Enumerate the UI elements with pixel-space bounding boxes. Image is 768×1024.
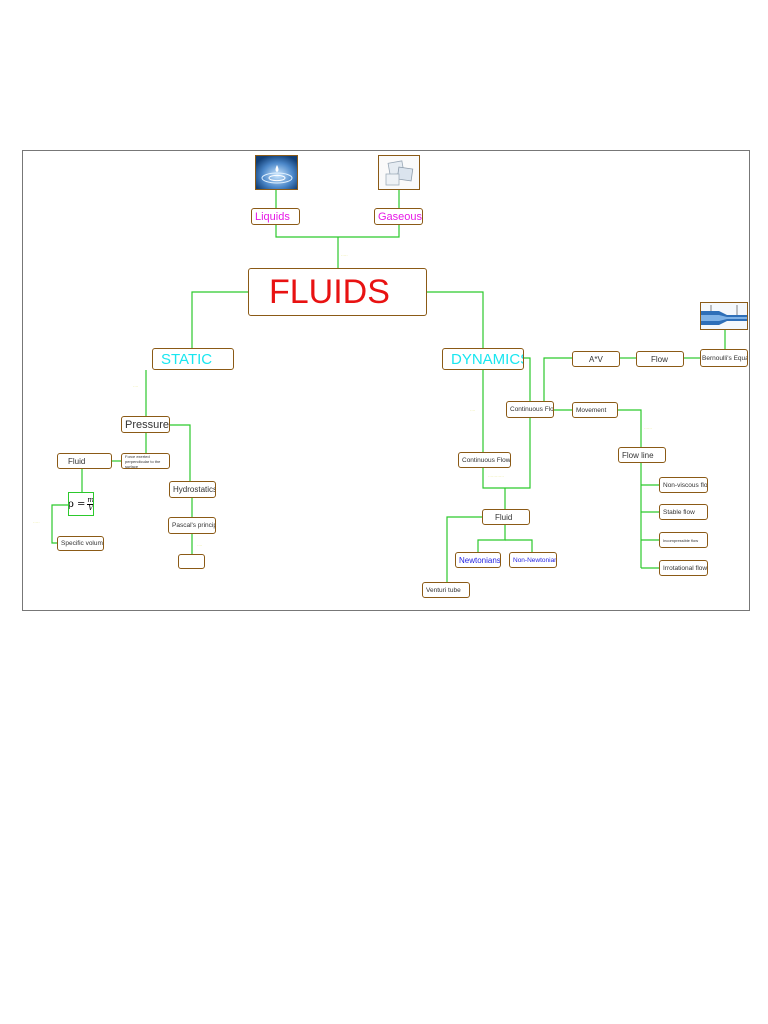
connector-label: ···· — [470, 408, 476, 413]
flow-line-node[interactable]: Flow line — [618, 447, 666, 463]
stable-flow-node[interactable]: Stable flow — [659, 504, 708, 520]
connector-label: ····· — [341, 253, 348, 258]
flow-node[interactable]: Flow — [636, 351, 684, 367]
ice-cubes-image — [378, 155, 420, 190]
newtonians-node[interactable]: Newtonians — [455, 552, 501, 568]
bernoulli-tube-icon — [701, 305, 747, 325]
gaseous-node[interactable]: Gaseous — [374, 208, 423, 225]
continuous-flow-left-node[interactable]: Continuous Flow — [458, 452, 511, 468]
bernoulli-tube-image — [700, 302, 748, 330]
connector-label: ···· — [197, 543, 203, 548]
formula-fraction: m V — [87, 495, 94, 512]
connector-label: ············ — [488, 474, 504, 479]
density-formula-node[interactable]: ρ = m V — [68, 492, 94, 516]
continuous-flow-top-node[interactable]: Continuous Flow — [506, 401, 554, 418]
non-viscous-flow-node[interactable]: Non-viscous flow — [659, 477, 708, 493]
ice-cubes-icon — [385, 160, 414, 186]
movement-node[interactable]: Movement — [572, 402, 618, 418]
non-newtonian-node[interactable]: Non-Newtonian — [509, 552, 557, 568]
incompressible-flow-node[interactable]: Incompressible flow — [659, 532, 708, 548]
pressure-definition-node[interactable]: Force exerted perpendicular to the surfa… — [121, 453, 170, 469]
formula-denominator: V — [88, 503, 94, 512]
connector-label: ······ — [644, 426, 652, 431]
pascal-principle-node[interactable]: Pascal's principle — [168, 517, 216, 534]
fluids-title-node[interactable]: FLUIDS — [248, 268, 427, 316]
a-times-v-node[interactable]: A*V — [572, 351, 620, 367]
pressure-node[interactable]: Pressure — [121, 416, 170, 433]
formula-lhs: ρ = — [68, 498, 86, 510]
water-drop-image — [255, 155, 298, 190]
water-drop-icon — [256, 156, 297, 189]
liquids-node[interactable]: Liquids — [251, 208, 300, 225]
static-node[interactable]: STATIC — [152, 348, 234, 370]
venturi-tube-node[interactable]: Venturi tube — [422, 582, 470, 598]
fluid-right-node[interactable]: Fluid — [482, 509, 530, 525]
specific-volume-node[interactable]: Specific volume — [57, 536, 104, 551]
irrotational-flow-node[interactable]: Irrotational flow — [659, 560, 708, 576]
dynamics-node[interactable]: DYNAMICS — [442, 348, 524, 370]
bernoulli-equation-node[interactable]: Bernoulli's Equation — [700, 349, 748, 367]
formula-numerator: m — [87, 495, 94, 505]
fluid-left-node[interactable]: Fluid — [57, 453, 112, 469]
connector-label: ····· — [33, 520, 40, 525]
hydrostatics-node[interactable]: Hydrostatics — [169, 481, 216, 498]
empty-node[interactable] — [178, 554, 205, 569]
connector-label: ···· — [133, 384, 139, 389]
